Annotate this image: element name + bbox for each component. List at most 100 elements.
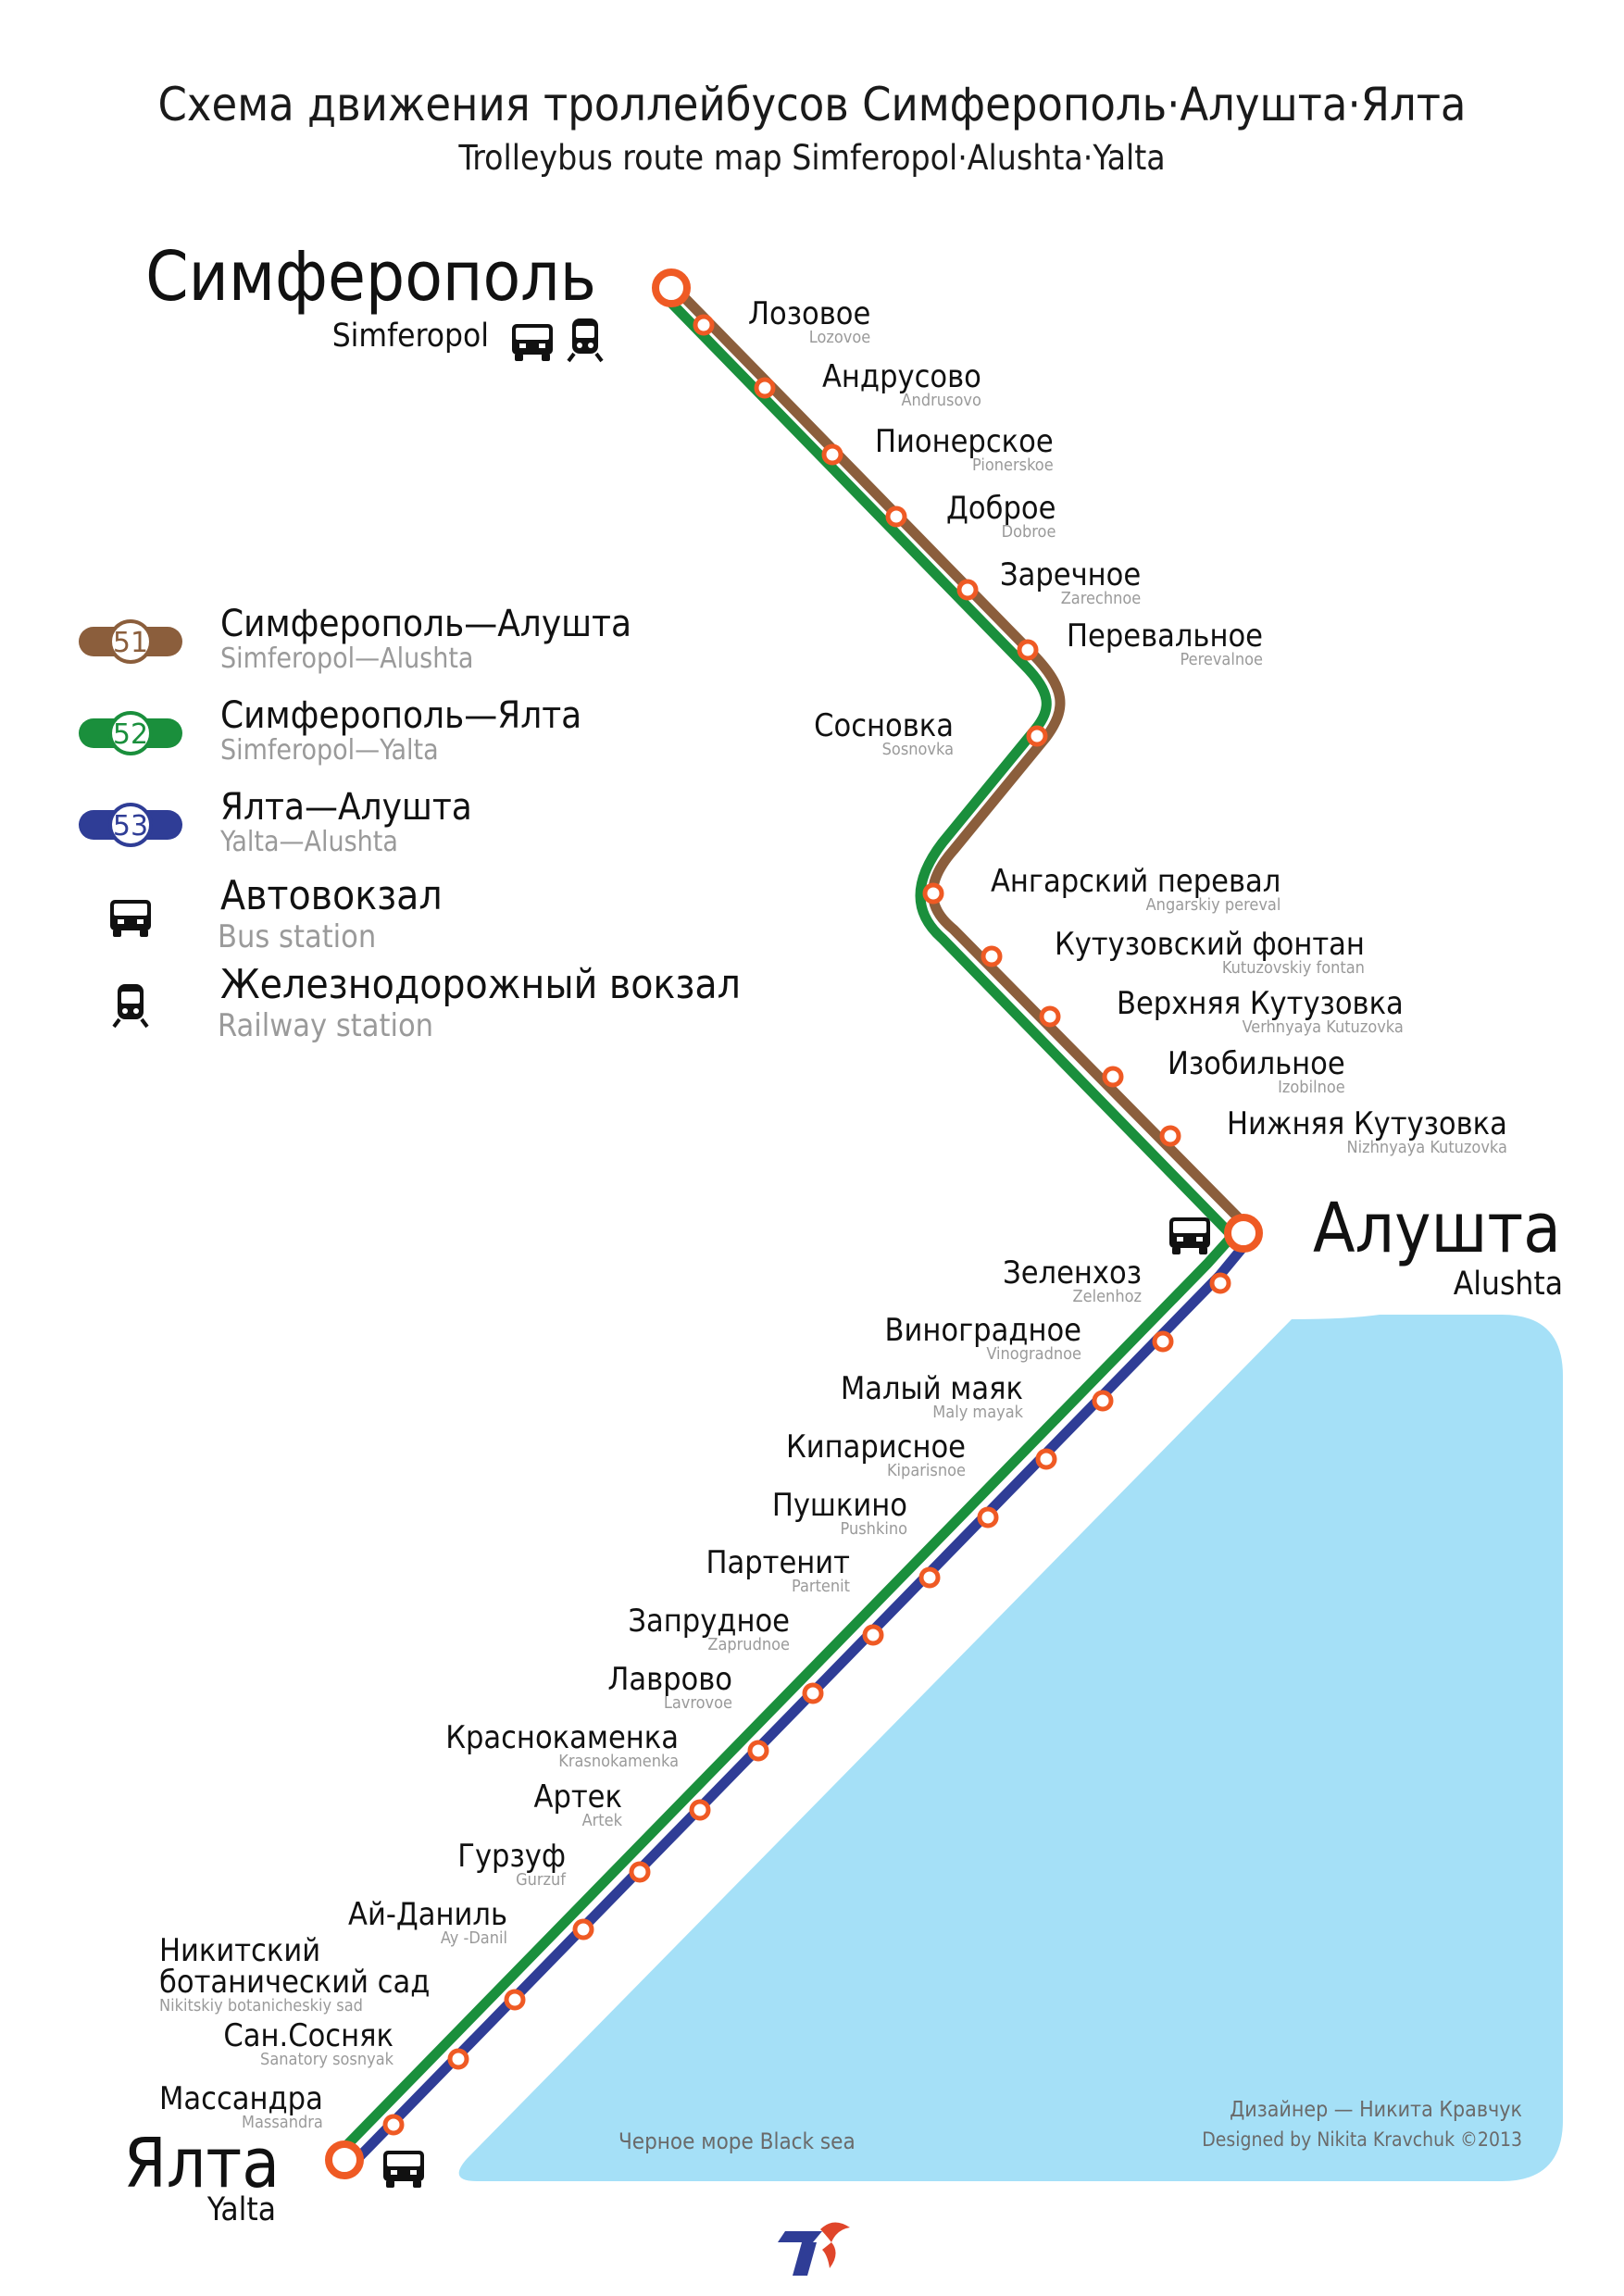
railway-station-icon — [112, 982, 149, 1029]
bus-station-icon — [512, 324, 553, 361]
station-marker-north-7[interactable] — [922, 882, 944, 905]
station-name: Запрудное — [628, 1603, 790, 1640]
station-name-en: Maly mayak — [932, 1403, 1023, 1422]
station-name: Верхняя Кутузовка — [1117, 985, 1404, 1022]
station-marker-north-9[interactable] — [1039, 1005, 1061, 1028]
legend-route-53-name: Ялта—Алушта — [220, 786, 472, 829]
station-name: Малый маяк — [840, 1370, 1023, 1407]
station-name: Сан.Сосняк — [223, 2017, 394, 2054]
route-51-badge: 51 — [79, 619, 182, 664]
terminal-alushta-name: Алушта — [1313, 1189, 1561, 1268]
station-marker-south-13[interactable] — [447, 2048, 469, 2070]
svg-text:53: 53 — [113, 810, 148, 842]
station-marker-south-4[interactable] — [977, 1506, 999, 1529]
station-name-en: Lavrovoe — [663, 1693, 732, 1713]
station-marker-south-1[interactable] — [1152, 1330, 1174, 1353]
route-52-badge: 52 — [79, 711, 182, 755]
terminal-alushta-marker[interactable] — [1224, 1214, 1263, 1253]
station-marker-north-2[interactable] — [821, 443, 843, 466]
station-name-en: Verhnyaya Kutuzovka — [1242, 1017, 1404, 1037]
station-name: Виноградное — [884, 1312, 1082, 1349]
station-marker-north-0[interactable] — [693, 314, 715, 336]
station-marker-south-6[interactable] — [862, 1624, 884, 1646]
station-name: Андрусово — [822, 358, 981, 395]
station-marker-north-11[interactable] — [1159, 1125, 1181, 1147]
station-marker-north-10[interactable] — [1102, 1066, 1124, 1088]
station-name: Гурзуф — [457, 1838, 566, 1875]
terminal-yalta-marker[interactable] — [325, 2140, 364, 2179]
station-marker-south-12[interactable] — [504, 1989, 526, 2011]
station-marker-north-1[interactable] — [754, 377, 776, 399]
station-name: Краснокаменка — [445, 1719, 679, 1756]
station-marker-south-14[interactable] — [382, 2114, 405, 2136]
station-marker-south-11[interactable] — [572, 1918, 594, 1940]
station-marker-south-8[interactable] — [747, 1740, 769, 1762]
station-name: Заречное — [1000, 556, 1142, 593]
station-marker-south-0[interactable] — [1209, 1272, 1231, 1294]
terminal-simferopol-name-en: Simferopol — [331, 318, 489, 355]
credits-ru: Дизайнер — Никита Кравчук — [1230, 2098, 1522, 2122]
station-name-en: Ay -Danil — [440, 1928, 507, 1948]
terminal-simferopol-marker[interactable] — [652, 268, 691, 307]
station-name-en: Sanatory sosnyak — [260, 2050, 394, 2069]
station-marker-north-5[interactable] — [1017, 639, 1039, 661]
station-marker-south-10[interactable] — [629, 1861, 651, 1883]
station-name-en: Lozovoe — [808, 328, 871, 347]
station-marker-south-7[interactable] — [802, 1682, 824, 1704]
station-name-en: Dobroe — [1001, 522, 1056, 542]
station-marker-north-6[interactable] — [1026, 725, 1048, 747]
station-name: Кипарисное — [786, 1429, 966, 1466]
station-name-en: Zelenhoz — [1072, 1287, 1142, 1306]
legend-bus-station-en: Bus station — [218, 918, 377, 955]
route-52-line-north — [664, 295, 1236, 1240]
legend-route-52-name-en: Simferopol—Yalta — [220, 734, 439, 767]
station-marker-south-9[interactable] — [689, 1799, 711, 1821]
station-marker-north-4[interactable] — [956, 579, 979, 601]
railway-station-icon — [567, 317, 604, 363]
station-name: Изобильное — [1168, 1045, 1345, 1082]
station-marker-north-8[interactable] — [981, 945, 1003, 967]
station-name: Артек — [533, 1778, 622, 1816]
station-marker-south-5[interactable] — [918, 1566, 941, 1589]
trolleybus-logo-icon — [778, 2222, 850, 2276]
station-name-en: Krasnokamenka — [558, 1752, 679, 1771]
station-name: Кутузовский фонтан — [1055, 926, 1365, 963]
station-marker-north-3[interactable] — [885, 505, 907, 528]
route-52-line-south — [334, 1232, 1237, 2158]
route-53-badge: 53 — [79, 803, 182, 847]
station-marker-south-3[interactable] — [1035, 1448, 1057, 1470]
bus-station-icon — [383, 2151, 424, 2188]
legend-bus-station: Автовокзал — [220, 872, 443, 919]
station-name: Ай-Даниль — [348, 1896, 507, 1933]
station-marker-south-2[interactable] — [1092, 1390, 1114, 1412]
svg-text:51: 51 — [113, 627, 148, 659]
station-name-en: Zaprudnoe — [707, 1635, 790, 1654]
